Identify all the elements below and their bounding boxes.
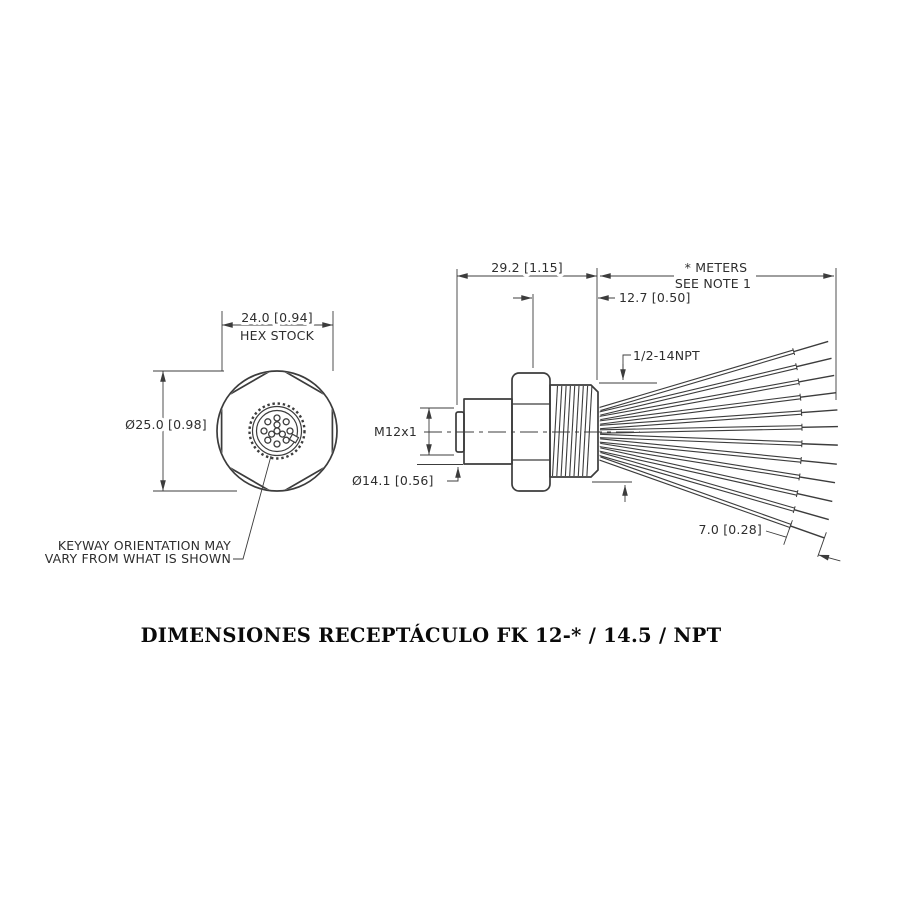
flange-diameter-label: Ø14.1 [0.56] [352,473,434,488]
thread-hatch [551,385,593,477]
cable-length-dimension: * METERS SEE NOTE 1 [600,257,837,400]
drawing-line [599,443,800,479]
wire-strip-dimension: 7.0 [0.28] [696,519,841,562]
keyway-note-line1: KEYWAY ORIENTATION MAY [58,538,231,553]
drawing-line [599,452,795,511]
wire-fan [599,340,838,539]
pin-hole [260,427,268,435]
drawing-line [599,457,791,527]
keyway-leader-line [233,455,272,560]
insert-inner-ring [255,409,299,453]
drawing-line [582,385,589,477]
cable-length-label-line1: * METERS [685,260,748,275]
drawing-line [599,350,794,411]
strip-tick-marks [765,520,841,562]
coupling-thread-dimension: M12x1 [371,407,454,456]
drawing-line [599,434,802,445]
coupling-cylinder [463,398,513,465]
drawing-line [796,357,832,368]
drawing-line [818,554,841,562]
drawing-line [765,530,787,538]
thread-length-label: 12.7 [0.50] [619,290,691,305]
hex-width-dimension: 24.0 [0.94] HEX STOCK [221,307,334,371]
connector-outer-circle [216,370,338,492]
drawing-line [796,492,833,503]
body-length-dimension: 29.2 [1.15] [456,257,598,405]
drawing-line [793,340,829,353]
pin-hole [286,427,294,435]
pin-hole [264,436,272,444]
drawing-line [599,365,797,415]
drawing-line [599,396,801,424]
drawing-line [599,380,799,420]
drawing-line [801,443,838,446]
knurl-ring [248,402,306,460]
drawing-line [783,520,793,545]
drawing-line [599,439,802,462]
drawing-line [573,385,580,477]
thread-length-dimension: 12.7 [0.50] [513,287,693,368]
drawing-line [551,385,559,477]
drawing-line [801,409,838,414]
drawing-line [599,411,802,429]
drawing-line [798,374,835,383]
pin-hole [278,430,287,438]
drawing-line [817,532,827,557]
pin-hole [273,440,281,448]
cable-length-label-line2: SEE NOTE 1 [675,276,751,291]
keyway-note-line2: VARY FROM WHAT IS SHOWN [45,551,231,566]
pin-holes [260,414,294,448]
drawing-line [556,385,563,477]
flange-diameter-dimension: Ø14.1 [0.56] [349,464,463,491]
front-view: 24.0 [0.94] HEX STOCK Ø25.0 [0.98] KEYWA… [42,307,338,569]
pin-hole [267,430,276,438]
drawing-line [801,425,838,428]
drawing-title: DIMENSIONES RECEPTÁCULO FK 12-* / 14.5 /… [141,623,722,647]
npt-thread-body [549,384,599,478]
keyway-note: KEYWAY ORIENTATION MAY VARY FROM WHAT IS… [42,455,272,569]
pin-hole [273,421,281,429]
drawing-line [800,459,837,465]
drawing-line [599,426,802,433]
pin-hole [282,436,290,444]
pin-hole [264,418,272,426]
body-length-label: 29.2 [1.15] [491,260,563,275]
drawing-line [793,509,829,521]
drawing-line [569,385,576,477]
npt-thread-label: 1/2-14NPT [633,348,700,363]
outer-diameter-label: Ø25.0 [0.98] [125,417,207,432]
hex-width-label: 24.0 [0.94] [241,310,313,325]
drawing-line [800,391,837,398]
drawing-line [560,385,567,477]
npt-thread-callout: 1/2-14NPT [592,345,703,502]
hex-stock-label: HEX STOCK [240,328,315,343]
drawing-line [790,525,825,539]
drawing-line [564,385,571,477]
keyway-notch [288,433,300,444]
pin-hole [273,414,281,422]
pin-hole [282,418,290,426]
drawing-line [599,448,798,495]
drawing-line [577,385,584,477]
wire-strip-label: 7.0 [0.28] [699,522,762,537]
coupling-thread-label: M12x1 [374,424,417,439]
drawing-line [586,385,593,477]
pin-hole [273,427,281,435]
drawing-line [799,476,836,484]
insert-outer-ring [251,405,303,457]
outer-diameter-dimension: Ø25.0 [0.98] [122,370,237,492]
side-view: 29.2 [1.15] * METERS SEE NOTE 1 12.7 [0.… [349,257,841,562]
